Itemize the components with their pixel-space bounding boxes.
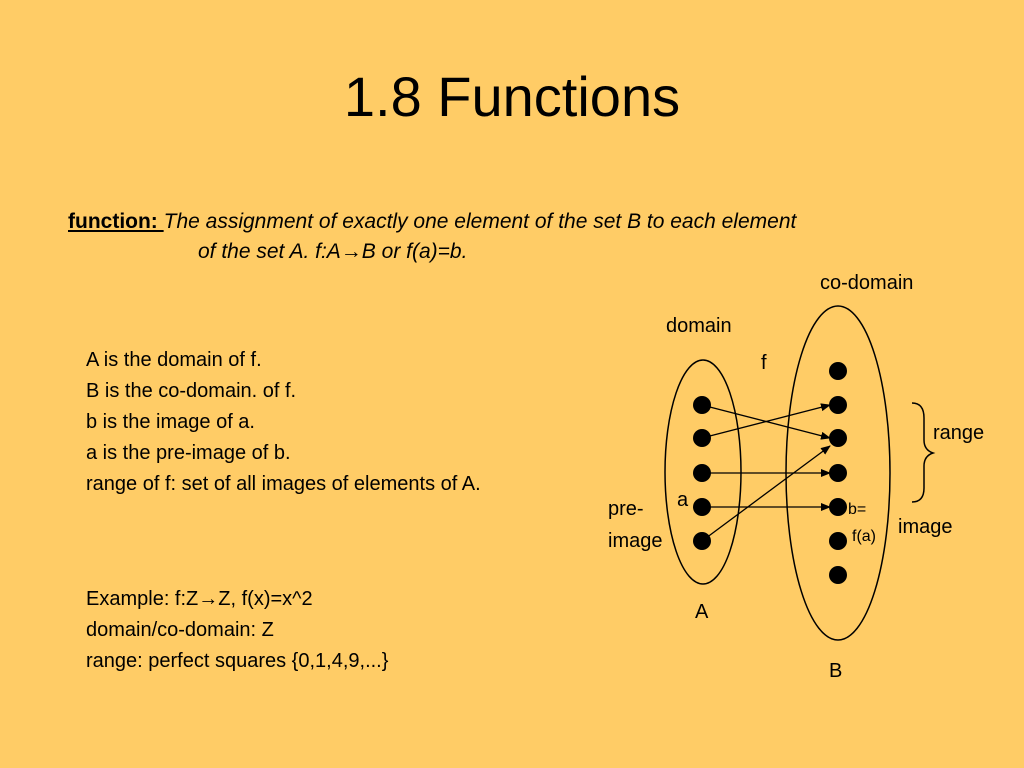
example-line-2: domain/co-domain: Z	[86, 619, 274, 641]
set-a-element	[693, 396, 711, 414]
slide-title: 1.8 Functions	[343, 65, 681, 128]
fact-image: b is the image of a.	[86, 411, 255, 433]
fact-domain: A is the domain of f.	[86, 349, 262, 371]
fact-preimage: a is the pre-image of b.	[86, 442, 291, 464]
definition-term: function:	[68, 210, 164, 233]
set-b-element	[829, 429, 847, 447]
codomain-label: co-domain	[820, 272, 913, 294]
definition-line-2: of the set A. f:A→B or f(a)=b.	[68, 237, 968, 267]
definition-line-2-pre: of the set A. f:A	[198, 240, 341, 263]
fact-range: range of f: set of all images of element…	[86, 473, 481, 495]
mapping-arrow	[701, 403, 831, 439]
set-a-element	[693, 532, 711, 550]
range-label: range	[933, 422, 984, 444]
example-line-1: Example: f:Z→Z, f(x)=x^2	[86, 584, 388, 615]
example-line-1-pre: Example: f:Z	[86, 588, 199, 610]
right-arrow-icon: →	[340, 240, 362, 263]
definition-line-1: The assignment of exactly one element of…	[163, 210, 797, 233]
set-b-element	[829, 464, 847, 482]
set-a-ellipse	[664, 359, 742, 585]
function-f-label: f	[761, 352, 767, 374]
function-definition: function: The assignment of exactly one …	[68, 207, 968, 267]
set-b-element	[829, 566, 847, 584]
element-a-label: a	[677, 489, 689, 511]
mapping-arrow	[701, 445, 831, 542]
right-arrow-icon: →	[198, 588, 219, 610]
example-line-3: range: perfect squares {0,1,4,9,...}	[86, 650, 389, 672]
set-b-element	[829, 396, 847, 414]
example-line-1-post: Z, f(x)=x^2	[218, 588, 313, 610]
set-b-element	[829, 532, 847, 550]
fact-codomain: B is the co-domain. of f.	[86, 380, 297, 402]
element-b-label: b=	[848, 501, 866, 518]
set-b-element	[829, 362, 847, 380]
range-brace	[911, 402, 936, 503]
element-fa-label: f(a)	[852, 528, 876, 545]
set-b-label: B	[829, 660, 842, 682]
set-a-element	[693, 464, 711, 482]
set-a-label: A	[695, 601, 709, 623]
domain-label: domain	[666, 315, 732, 337]
image-label: image	[898, 516, 952, 538]
set-a-element	[693, 498, 711, 516]
definition-line-2-post: B or f(a)=b.	[361, 240, 468, 263]
set-a-element	[693, 429, 711, 447]
facts-list: A is the domain of f. B is the co-domain…	[86, 345, 481, 500]
example-block: Example: f:Z→Z, f(x)=x^2 domain/co-domai…	[86, 584, 388, 677]
preimage-label-line-2: image	[608, 530, 662, 552]
set-b-element	[829, 498, 847, 516]
preimage-label-line-1: pre-	[608, 498, 644, 520]
